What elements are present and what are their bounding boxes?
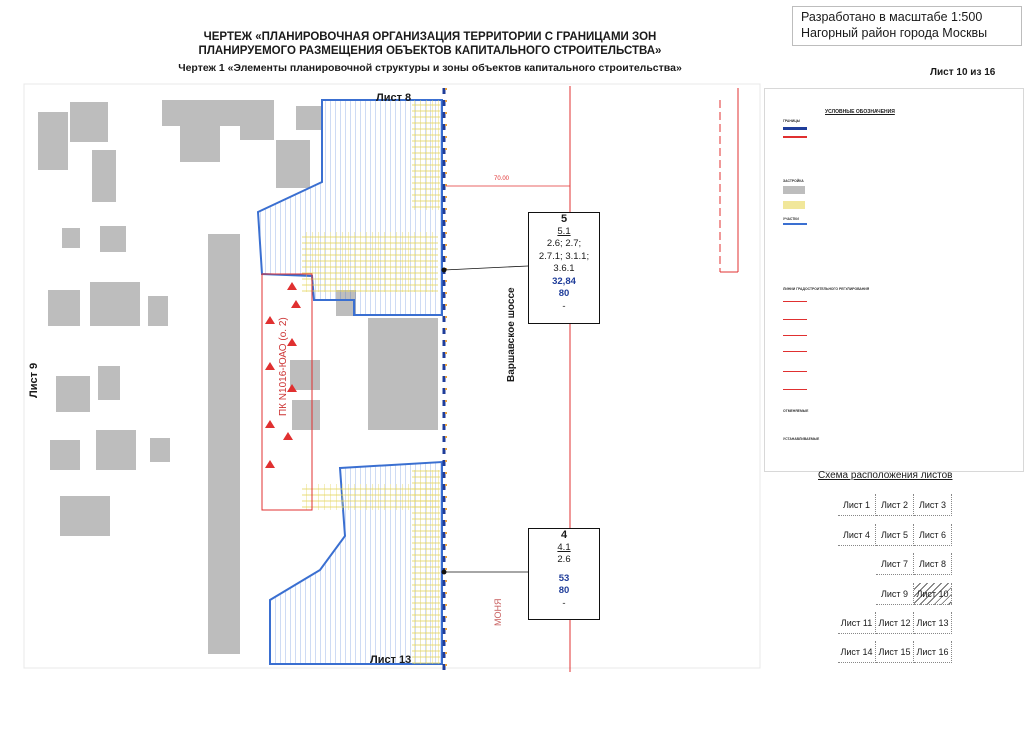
sheet-cell[interactable]: Лист 11 [838, 612, 876, 634]
sheet-cell[interactable]: Лист 13 [914, 612, 952, 634]
sheet-cell[interactable]: Лист 5 [876, 524, 914, 546]
distance-label: 70.00 [494, 176, 510, 182]
legend-heading: ЗАСТРОЙКА [783, 179, 804, 183]
sheet-cell[interactable]: Лист 14 [838, 641, 876, 663]
buildings [38, 100, 438, 654]
callout-value: 80 [558, 585, 570, 596]
legend-heading: УЧАСТКИ [783, 217, 799, 221]
callout-codes: 3.6.1 [553, 263, 575, 274]
legend-heading: ОТМЕНЯЕМЫЕ [783, 409, 809, 413]
legend-heading: ЛИНИИ ГРАДОСТРОИТЕЛЬНОГО РЕГУЛИРОВАНИЯ [783, 287, 870, 291]
sheet-cell[interactable]: Лист 4 [838, 524, 876, 546]
drawing-title-line2: ПЛАНИРУЕМОГО РАЗМЕЩЕНИЯ ОБЪЕКТОВ КАПИТАЛ… [198, 45, 662, 57]
callout-zone: 5.1 [557, 225, 571, 237]
callout-value: - [562, 597, 566, 609]
legend-title: УСЛОВНЫЕ ОБОЗНАЧЕНИЯ [825, 109, 895, 115]
scale-info-box: Разработано в масштабе 1:500 Нагорный ра… [792, 6, 1022, 46]
road-label-secondary: МОНЯ [493, 598, 503, 627]
sheet-cell[interactable]: Лист 16 [914, 641, 952, 663]
sheet-scheme-title: Схема расположения листов [818, 470, 953, 481]
callout-number: 5 [560, 213, 568, 225]
callout-number: 4 [560, 529, 568, 541]
callout-value: - [562, 300, 566, 312]
callout-codes: 2.6 [557, 554, 571, 565]
callout-value: 32,84 [552, 275, 576, 287]
sheet-cell[interactable]: Лист 1 [838, 494, 876, 516]
legend-heading: УСТАНАВЛИВАЕМЫЕ [783, 437, 820, 441]
callout-codes: 2.7.1; 3.1.1; [538, 250, 590, 262]
legend-heading: ГРАНИЦЫ [783, 119, 801, 123]
sheet-cell-current[interactable]: Лист 10 [914, 583, 952, 605]
sheet-number: Лист 10 из 16 [930, 67, 996, 78]
sheet-cell[interactable]: Лист 12 [876, 612, 914, 634]
zone-callout-5: 5 5.1 2.6; 2.7; 2.7.1; 3.1.1; 3.6.1 32,8… [528, 212, 600, 324]
station-label: ПК N1016-ЮАО (о. 2) [278, 317, 289, 416]
callout-value: 80 [558, 288, 570, 299]
callout-zone: 4.1 [557, 541, 571, 553]
sheet-cell[interactable]: Лист 3 [914, 494, 952, 516]
scale-text: Разработано в масштабе 1:500 [801, 10, 983, 24]
sheet-cell[interactable]: Лист 7 [876, 553, 914, 575]
callout-codes: 2.6; 2.7; [546, 238, 582, 249]
sheet-cell[interactable]: Лист 15 [876, 641, 914, 663]
zone-4-boundary [269, 460, 443, 665]
zone-callout-4: 4 4.1 2.6 53 80 - [528, 528, 600, 620]
sheet-cell[interactable]: Лист 9 [876, 583, 914, 605]
sheet-cell[interactable]: Лист 6 [914, 524, 952, 546]
sheet-link-left[interactable]: Лист 9 [28, 362, 40, 398]
sheet-link-bottom[interactable]: Лист 13 [370, 654, 412, 666]
road-name-label: Варшавское шоссе [506, 287, 517, 382]
drawing-title-line1: ЧЕРТЕЖ «ПЛАНИРОВОЧНАЯ ОРГАНИЗАЦИЯ ТЕРРИТ… [203, 31, 657, 43]
district-text: Нагорный район города Москвы [801, 26, 988, 40]
sheet-cell[interactable]: Лист 8 [914, 553, 952, 575]
map-legend: УСЛОВНЫЕ ОБОЗНАЧЕНИЯ ГРАНИЦЫ ЗАСТРОЙКА У… [764, 88, 1024, 472]
sheet-cell[interactable]: Лист 2 [876, 494, 914, 516]
sheet-link-top[interactable]: Лист 8 [376, 92, 412, 104]
drawing-subtitle: Чертеж 1 «Элементы планировочной структу… [178, 62, 682, 74]
callout-value: 53 [558, 572, 570, 584]
